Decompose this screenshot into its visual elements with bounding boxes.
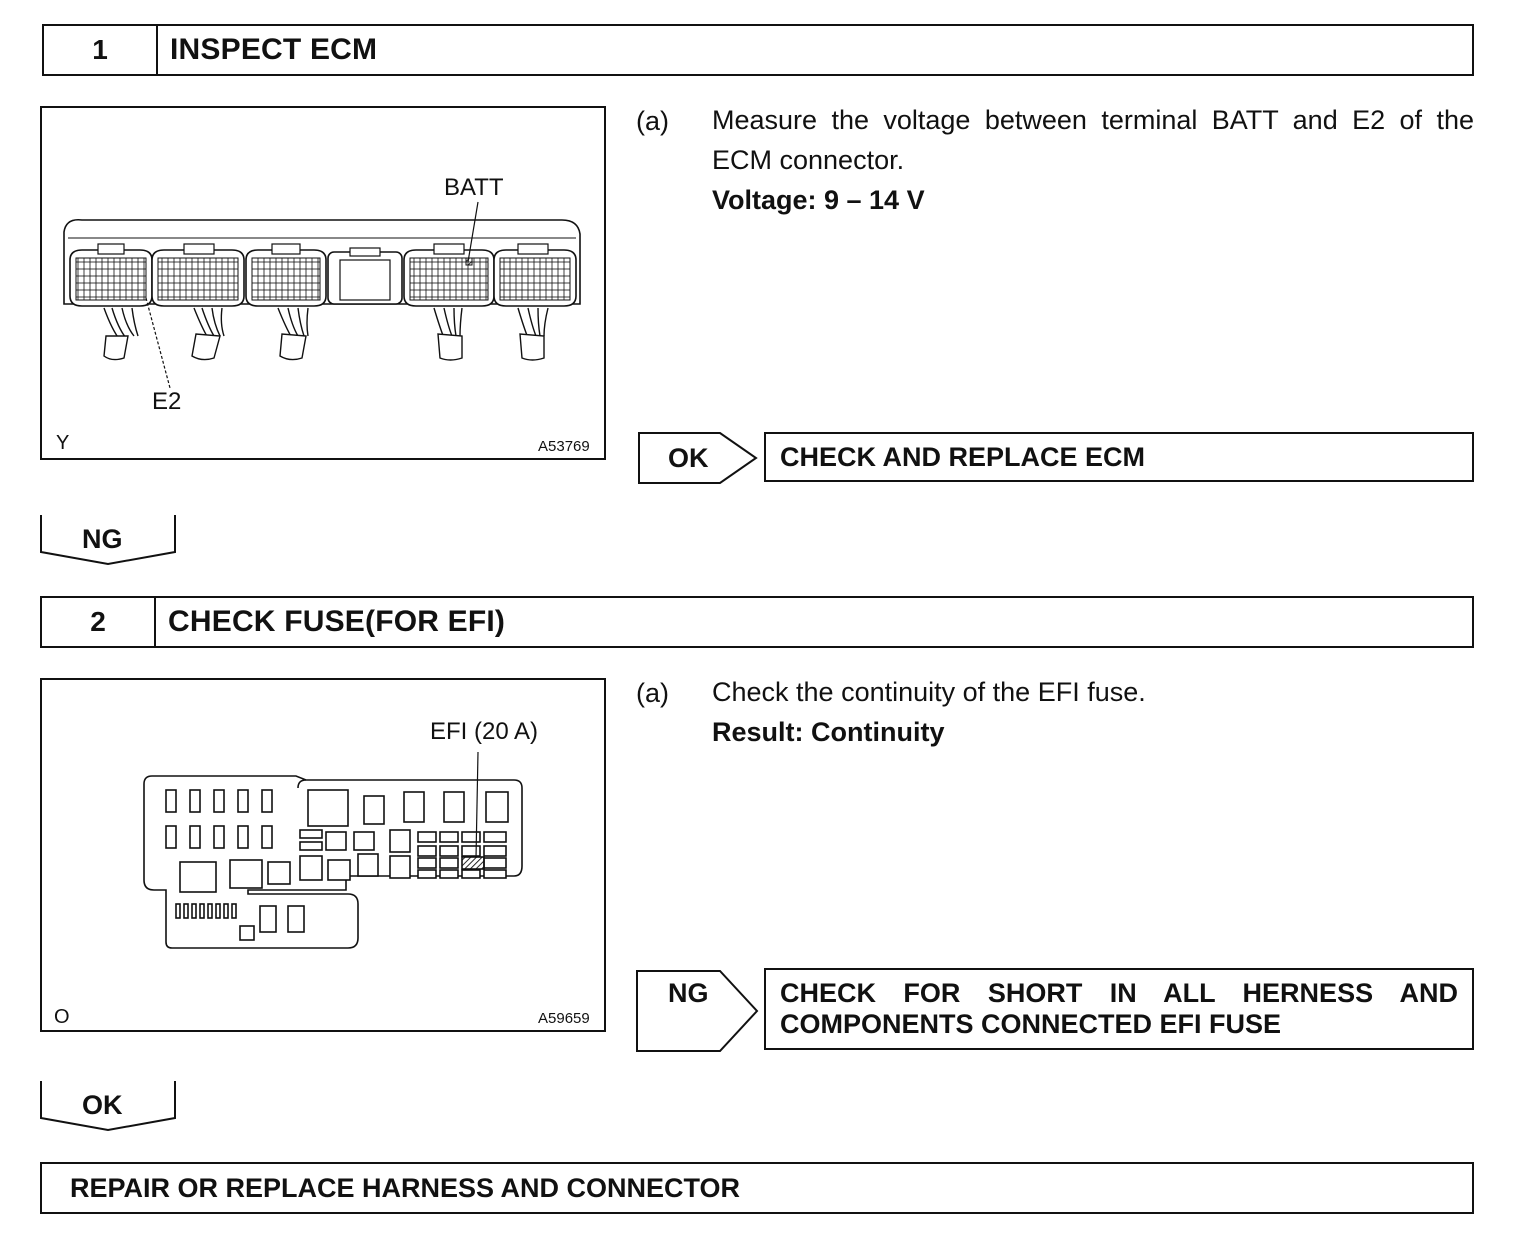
ng-label: NG — [82, 524, 123, 554]
batt-leader-line — [467, 201, 479, 263]
connector-3 — [245, 243, 327, 307]
ecm-connector-figure: BATT E2 Y A53769 — [40, 106, 606, 460]
step-2-ok-flow: OK — [40, 1080, 176, 1132]
step-1-header: 1 INSPECT ECM — [42, 24, 1474, 76]
step-1-ok-arrow: OK — [638, 432, 758, 484]
ng-action-line-2: COMPONENTS CONNECTED EFI FUSE — [780, 1009, 1282, 1039]
figure-code: A53769 — [538, 438, 590, 455]
connector-1 — [69, 243, 153, 307]
ok-label: OK — [668, 443, 709, 473]
connector-2 — [151, 243, 245, 307]
step-2-ng-action: CHECK FOR SHORT IN ALL HERNESS AND COMPO… — [764, 968, 1474, 1050]
fuse-box-figure: EFI (20 A) O A59659 — [40, 678, 606, 1032]
connector-4 — [403, 243, 495, 307]
step-2-title: CHECK FUSE(FOR EFI) — [168, 605, 506, 638]
step-2-result: Result: Continuity — [712, 717, 945, 747]
connector-5 — [493, 243, 577, 307]
step-2-item-tag: (a) — [636, 678, 669, 708]
step-2-ng-arrow: NG — [636, 970, 760, 1052]
batt-label: BATT — [444, 174, 504, 201]
efi-fuse-label: EFI (20 A) — [430, 718, 539, 745]
connector-blank — [327, 247, 403, 305]
step-2-instruction: Check the continuity of the EFI fuse. — [712, 677, 1146, 707]
ng-action-line-1: CHECK FOR SHORT IN ALL HERNESS AND — [780, 978, 1458, 1008]
step-2-number: 2 — [42, 598, 156, 646]
e2-label: E2 — [152, 388, 182, 415]
step-1-number: 1 — [44, 26, 158, 74]
figure-corner-letter: O — [54, 1006, 70, 1028]
e2-leader-line — [145, 297, 171, 389]
ecm-connector-illustration — [63, 201, 581, 389]
step-1-title: INSPECT ECM — [170, 33, 378, 66]
final-action-box: REPAIR OR REPLACE HARNESS AND CONNECTOR — [40, 1162, 1474, 1214]
efi-leader-line — [475, 751, 479, 859]
ok-label: OK — [82, 1090, 123, 1120]
step-1-instruction: Measure the voltage between terminal BAT… — [712, 105, 1474, 175]
step-1-item-tag: (a) — [636, 106, 669, 136]
step-1-ng-flow: NG — [40, 514, 176, 566]
step-1-result: Voltage: 9 – 14 V — [712, 185, 925, 215]
efi-fuse — [461, 856, 485, 870]
step-2-header: 2 CHECK FUSE(FOR EFI) — [40, 596, 1474, 648]
figure-corner-letter: Y — [56, 432, 70, 454]
fuse-box-illustration — [143, 751, 523, 949]
wire-bundles — [103, 307, 549, 361]
figure-code: A59659 — [538, 1010, 590, 1027]
ng-label: NG — [668, 978, 709, 1008]
step-1-ok-action: CHECK AND REPLACE ECM — [764, 432, 1474, 482]
